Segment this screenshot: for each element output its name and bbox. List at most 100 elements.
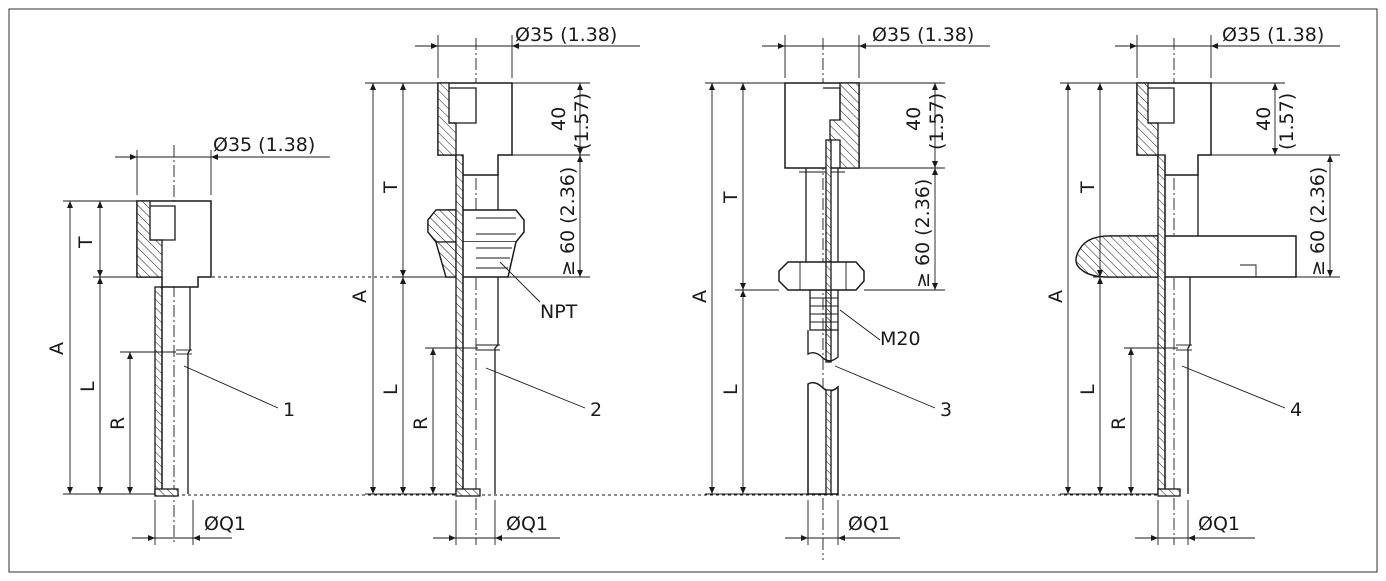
dia35-label-3: Ø35 (1.38) <box>872 24 974 46</box>
dq1-label-1: ØQ1 <box>204 513 246 535</box>
arrowhead <box>97 487 103 494</box>
label-T-1: T <box>75 236 97 249</box>
arrowhead <box>1128 348 1134 355</box>
arrowhead <box>740 487 746 494</box>
label-R-1: R <box>107 417 129 430</box>
dim40-label-3: 40 <box>903 107 925 131</box>
dim40in-label-2: (1.57) <box>571 93 593 150</box>
callout-2: 2 <box>590 399 602 421</box>
label-A-2: A <box>349 290 371 303</box>
arrowhead <box>577 270 583 277</box>
arrowhead <box>859 43 866 49</box>
arrowhead <box>1128 487 1134 494</box>
arrowhead <box>932 168 938 175</box>
arrowhead <box>1327 155 1333 162</box>
dimension-arrowheads <box>67 43 1333 541</box>
label-L-4: L <box>1077 384 1099 395</box>
dq1-label-3: ØQ1 <box>848 513 890 535</box>
arrowhead <box>709 487 715 494</box>
arrowhead <box>932 283 938 290</box>
arrowhead <box>67 201 73 208</box>
arrowhead <box>130 154 137 160</box>
dim60-label-4: ≥ 60 (2.36) <box>1307 167 1329 276</box>
arrowhead <box>1130 43 1137 49</box>
label-A-1: A <box>46 342 68 355</box>
arrowhead <box>801 535 808 541</box>
arrowhead <box>577 155 583 162</box>
arrowhead <box>1065 83 1071 90</box>
dim40in-label-4: (1.57) <box>1276 93 1298 150</box>
dim60-label-2: ≥ 60 (2.36) <box>557 167 579 276</box>
callout-3: 3 <box>940 399 952 421</box>
arrowhead <box>1065 487 1071 494</box>
dq1-label-2: ØQ1 <box>506 513 548 535</box>
arrowhead <box>97 277 103 284</box>
dim40-label-2: 40 <box>548 107 570 131</box>
dia35-label-2: Ø35 (1.38) <box>515 24 617 46</box>
arrowhead <box>400 277 406 284</box>
arrowhead <box>400 83 406 90</box>
arrowhead <box>97 201 103 208</box>
label-A-3: A <box>689 290 711 303</box>
arrowhead <box>400 270 406 277</box>
view-4 <box>1060 35 1340 545</box>
arrowhead <box>127 487 133 494</box>
arrowhead <box>211 154 218 160</box>
arrowhead <box>370 83 376 90</box>
arrowhead <box>577 148 583 155</box>
label-L-2: L <box>380 384 402 395</box>
arrowhead <box>740 290 746 297</box>
arrowhead <box>778 43 785 49</box>
dia35-label-4: Ø35 (1.38) <box>1222 24 1324 46</box>
arrowhead <box>1327 270 1333 277</box>
arrowhead <box>1188 535 1195 541</box>
view-3 <box>705 35 990 560</box>
arrowhead <box>430 348 436 355</box>
arrowhead <box>1272 148 1278 155</box>
arrowhead <box>932 83 938 90</box>
drawing-frame <box>8 8 1378 573</box>
view-1 <box>63 145 330 545</box>
callout-1: 1 <box>283 399 295 421</box>
arrowhead <box>740 283 746 290</box>
label-T-3: T <box>720 191 742 204</box>
arrowhead <box>370 487 376 494</box>
arrowhead <box>577 83 583 90</box>
arrowhead <box>1097 487 1103 494</box>
npt-label: NPT <box>540 301 578 323</box>
arrowhead <box>67 487 73 494</box>
label-R-2: R <box>410 417 432 430</box>
label-T-4: T <box>1077 181 1099 194</box>
label-A-4: A <box>1045 290 1067 303</box>
callout-4: 4 <box>1290 399 1302 421</box>
label-L-3: L <box>720 384 742 395</box>
arrowhead <box>1097 270 1103 277</box>
dq1-label-4: ØQ1 <box>1198 513 1240 535</box>
arrowhead <box>1272 83 1278 90</box>
dim40in-label-3: (1.57) <box>926 93 948 150</box>
arrowhead <box>148 535 155 541</box>
arrowhead <box>430 487 436 494</box>
dim60-label-3: ≥ 60 (2.36) <box>912 179 934 288</box>
arrowhead <box>1211 43 1218 49</box>
arrowhead <box>431 43 438 49</box>
label-R-4: R <box>1108 417 1130 430</box>
arrowhead <box>1151 535 1158 541</box>
m20-label: M20 <box>880 328 921 350</box>
arrowhead <box>495 535 502 541</box>
arrowhead <box>838 535 845 541</box>
arrowhead <box>932 161 938 168</box>
arrowhead <box>127 352 133 359</box>
arrowhead <box>740 83 746 90</box>
arrowhead <box>1097 277 1103 284</box>
arrowhead <box>193 535 200 541</box>
dia35-label-1: Ø35 (1.38) <box>213 134 315 156</box>
dim40-label-4: 40 <box>1253 107 1275 131</box>
arrowhead <box>1097 83 1103 90</box>
label-T-2: T <box>380 181 402 194</box>
arrowhead <box>97 270 103 277</box>
arrowhead <box>512 43 519 49</box>
arrowhead <box>400 487 406 494</box>
